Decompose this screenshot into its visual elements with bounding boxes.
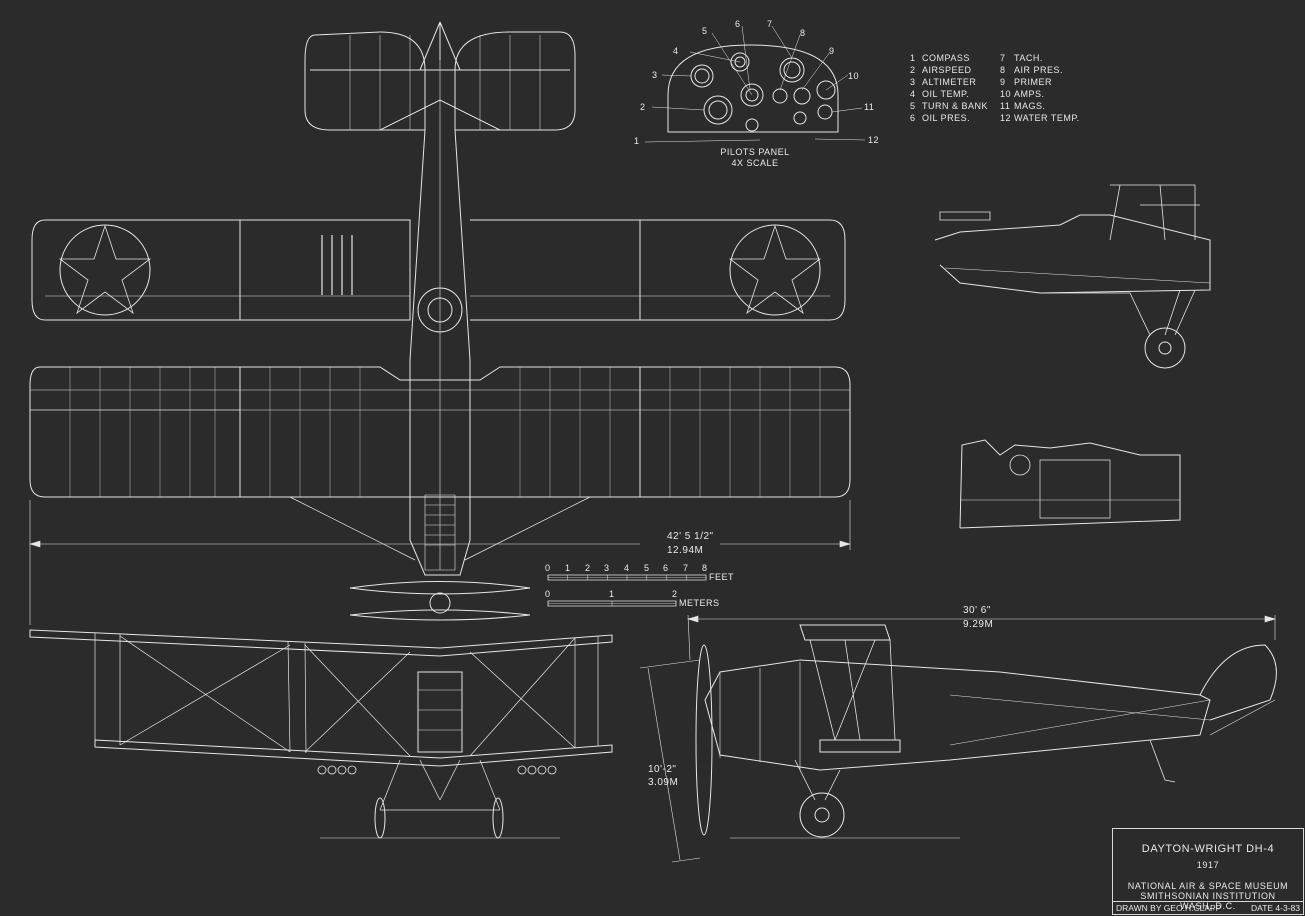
- cockpit-detail-view: [960, 440, 1180, 528]
- feet-scale-bar: [548, 575, 706, 580]
- panel-callout-11: 11: [864, 102, 875, 112]
- feet-tick-0: 0: [545, 563, 551, 573]
- span-dimension-line: [30, 500, 850, 625]
- feet-tick-5: 5: [644, 563, 650, 573]
- pilots-panel-drawing: [645, 26, 865, 142]
- panel-callout-8: 8: [800, 28, 806, 38]
- panel-title: PILOTS PANEL: [720, 147, 790, 157]
- panel-callout-3: 3: [652, 70, 658, 80]
- feet-tick-4: 4: [624, 563, 630, 573]
- feet-tick-8: 8: [702, 563, 708, 573]
- panel-callout-2: 2: [640, 102, 646, 112]
- drawing-credits: DRAWN BY GEO.H.CLAPP DATE 4-3-83: [1113, 901, 1303, 914]
- front-view: [30, 630, 612, 838]
- feet-tick-2: 2: [585, 563, 591, 573]
- panel-callout-6: 6: [735, 19, 741, 29]
- panel-callout-4: 4: [673, 46, 679, 56]
- feet-tick-3: 3: [604, 563, 610, 573]
- feet-tick-6: 6: [663, 563, 669, 573]
- panel-callout-9: 9: [829, 46, 835, 56]
- height-dimension-line: [640, 660, 700, 862]
- organization-line-2: SMITHSONIAN INSTITUTION WASH.,D.C.: [1140, 891, 1276, 911]
- meter-tick-2: 2: [672, 589, 678, 599]
- aircraft-year: 1917: [1196, 860, 1220, 870]
- side-view: [640, 615, 1276, 862]
- side-section-view: [935, 185, 1210, 368]
- meter-tick-0: 0: [545, 589, 551, 599]
- bomb-rack-left: [318, 766, 356, 774]
- height-dimension-imperial: 10'-2": [648, 764, 677, 775]
- span-dimension-imperial: 42' 5 1/2": [667, 531, 714, 542]
- feet-tick-7: 7: [683, 563, 689, 573]
- title-block: DAYTON-WRIGHT DH-4 1917 NATIONAL AIR & S…: [1112, 828, 1304, 915]
- top-view-lower-wing: [32, 220, 845, 320]
- length-dimension-imperial: 30' 6": [963, 605, 991, 616]
- meter-tick-1: 1: [609, 589, 615, 599]
- panel-callout-7: 7: [767, 19, 773, 29]
- panel-callout-10: 10: [848, 71, 860, 81]
- top-view-fuselage: [410, 60, 470, 575]
- panel-scale: 4X SCALE: [731, 158, 779, 168]
- length-dimension-metric: 9.29M: [963, 619, 994, 630]
- organization-line-1: NATIONAL AIR & SPACE MUSEUM: [1127, 881, 1289, 891]
- top-view-upper-wing: [30, 367, 850, 560]
- span-dimension-metric: 12.94M: [667, 545, 704, 556]
- aircraft-name: DAYTON-WRIGHT DH-4: [1141, 843, 1275, 855]
- top-view: [30, 22, 850, 625]
- feet-tick-1: 1: [565, 563, 571, 573]
- panel-callout-12: 12: [868, 135, 880, 145]
- meter-unit-label: METERS: [679, 598, 720, 608]
- panel-callout-5: 5: [702, 26, 708, 36]
- panel-callout-1: 1: [634, 136, 640, 146]
- drawn-by: DRAWN BY GEO.H.CLAPP: [1116, 903, 1222, 913]
- meters-scale-bar: [548, 601, 676, 606]
- length-dimension-line: [688, 615, 1275, 660]
- feet-unit-label: FEET: [709, 572, 735, 582]
- drawing-date: DATE 4-3-83: [1251, 903, 1300, 913]
- top-view-propeller: [350, 582, 530, 621]
- height-dimension-metric: 3.09M: [648, 777, 679, 788]
- bomb-rack-right: [518, 766, 556, 774]
